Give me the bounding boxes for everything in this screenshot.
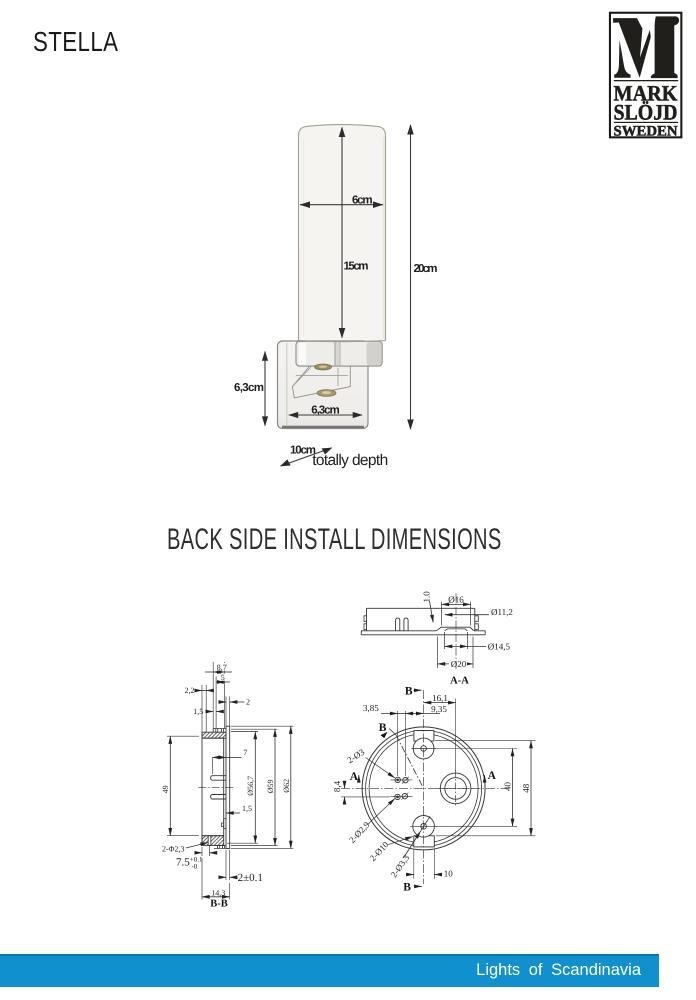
svg-text:1,5: 1,5 (242, 804, 252, 813)
svg-text:SLÖJD: SLÖJD (614, 99, 678, 124)
svg-text:8,4: 8,4 (332, 780, 342, 792)
svg-text:totally depth: totally depth (312, 452, 388, 469)
svg-text:9,35: 9,35 (431, 704, 447, 714)
svg-text:2-Ø10: 2-Ø10 (368, 839, 391, 863)
svg-text:2: 2 (246, 698, 250, 707)
svg-text:15cm: 15cm (344, 260, 369, 272)
svg-text:SWEDEN: SWEDEN (614, 124, 679, 140)
svg-text:10cm: 10cm (290, 445, 316, 457)
svg-text:Ø59: Ø59 (266, 780, 275, 794)
svg-text:Ø14,5: Ø14,5 (488, 642, 511, 652)
svg-text:2±0.1: 2±0.1 (238, 872, 263, 884)
svg-text:B-B: B-B (210, 898, 228, 909)
svg-text:20cm: 20cm (414, 263, 438, 275)
svg-text:2,2: 2,2 (185, 686, 195, 695)
svg-text:Ø56,7: Ø56,7 (246, 776, 255, 796)
svg-text:A: A (488, 770, 497, 782)
svg-text:10: 10 (444, 868, 454, 878)
svg-text:MARK: MARK (614, 81, 678, 106)
svg-text:1.0: 1.0 (422, 591, 432, 603)
svg-text:1,5: 1,5 (193, 707, 203, 716)
svg-text:2-Φ2,3: 2-Φ2,3 (162, 844, 185, 853)
svg-text:B: B (379, 722, 387, 734)
svg-text:6,3cm: 6,3cm (311, 404, 340, 416)
svg-text:2-Ø3,3: 2-Ø3,3 (389, 853, 412, 880)
svg-text:Ø11,2: Ø11,2 (491, 607, 513, 617)
svg-text:8,7: 8,7 (217, 663, 227, 672)
svg-text:7.5+0.1-0: 7.5+0.1-0 (176, 855, 203, 870)
svg-text:B: B (403, 882, 411, 894)
svg-text:40: 40 (502, 782, 512, 792)
svg-text:2-Ø3: 2-Ø3 (345, 747, 366, 766)
svg-text:7: 7 (243, 748, 247, 757)
svg-text:6,3cm: 6,3cm (234, 382, 264, 394)
svg-text:Ø62: Ø62 (282, 779, 291, 793)
svg-text:A-A: A-A (450, 676, 469, 687)
svg-text:5: 5 (221, 673, 225, 682)
svg-text:14,3: 14,3 (211, 888, 225, 897)
svg-text:Ø20: Ø20 (451, 659, 467, 669)
svg-text:2-Ø2,9: 2-Ø2,9 (347, 819, 372, 845)
svg-text:16,1: 16,1 (432, 693, 448, 703)
svg-text:B: B (405, 686, 413, 698)
svg-text:3,85: 3,85 (363, 703, 379, 713)
svg-text:48: 48 (521, 783, 531, 793)
svg-text:6cm: 6cm (352, 194, 373, 206)
svg-text:A: A (350, 771, 359, 783)
svg-text:49: 49 (161, 785, 170, 793)
